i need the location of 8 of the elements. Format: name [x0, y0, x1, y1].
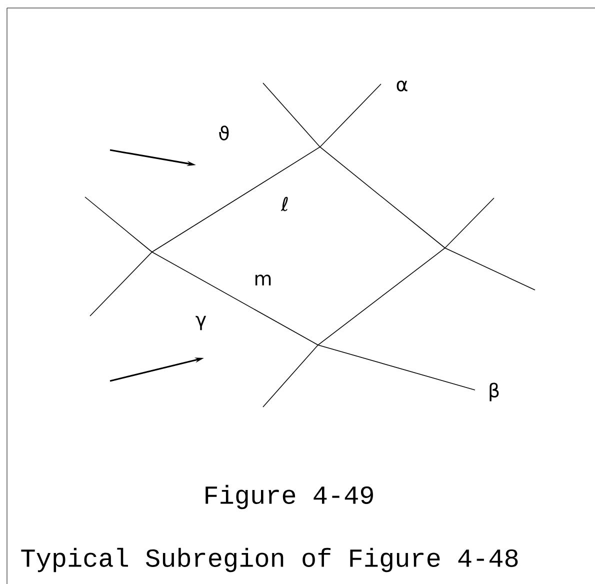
variable-label: ℓ [280, 196, 288, 212]
figure-title: Figure 4-49 [206, 484, 373, 510]
variable-label: β [490, 382, 499, 402]
variable-label: ϑ [219, 126, 229, 140]
variable-label: α [396, 80, 408, 92]
figure-caption: Typical Subregion of Figure 4-48 [21, 548, 518, 572]
variable-label: γ [196, 316, 206, 330]
variable-label: m [255, 274, 271, 286]
